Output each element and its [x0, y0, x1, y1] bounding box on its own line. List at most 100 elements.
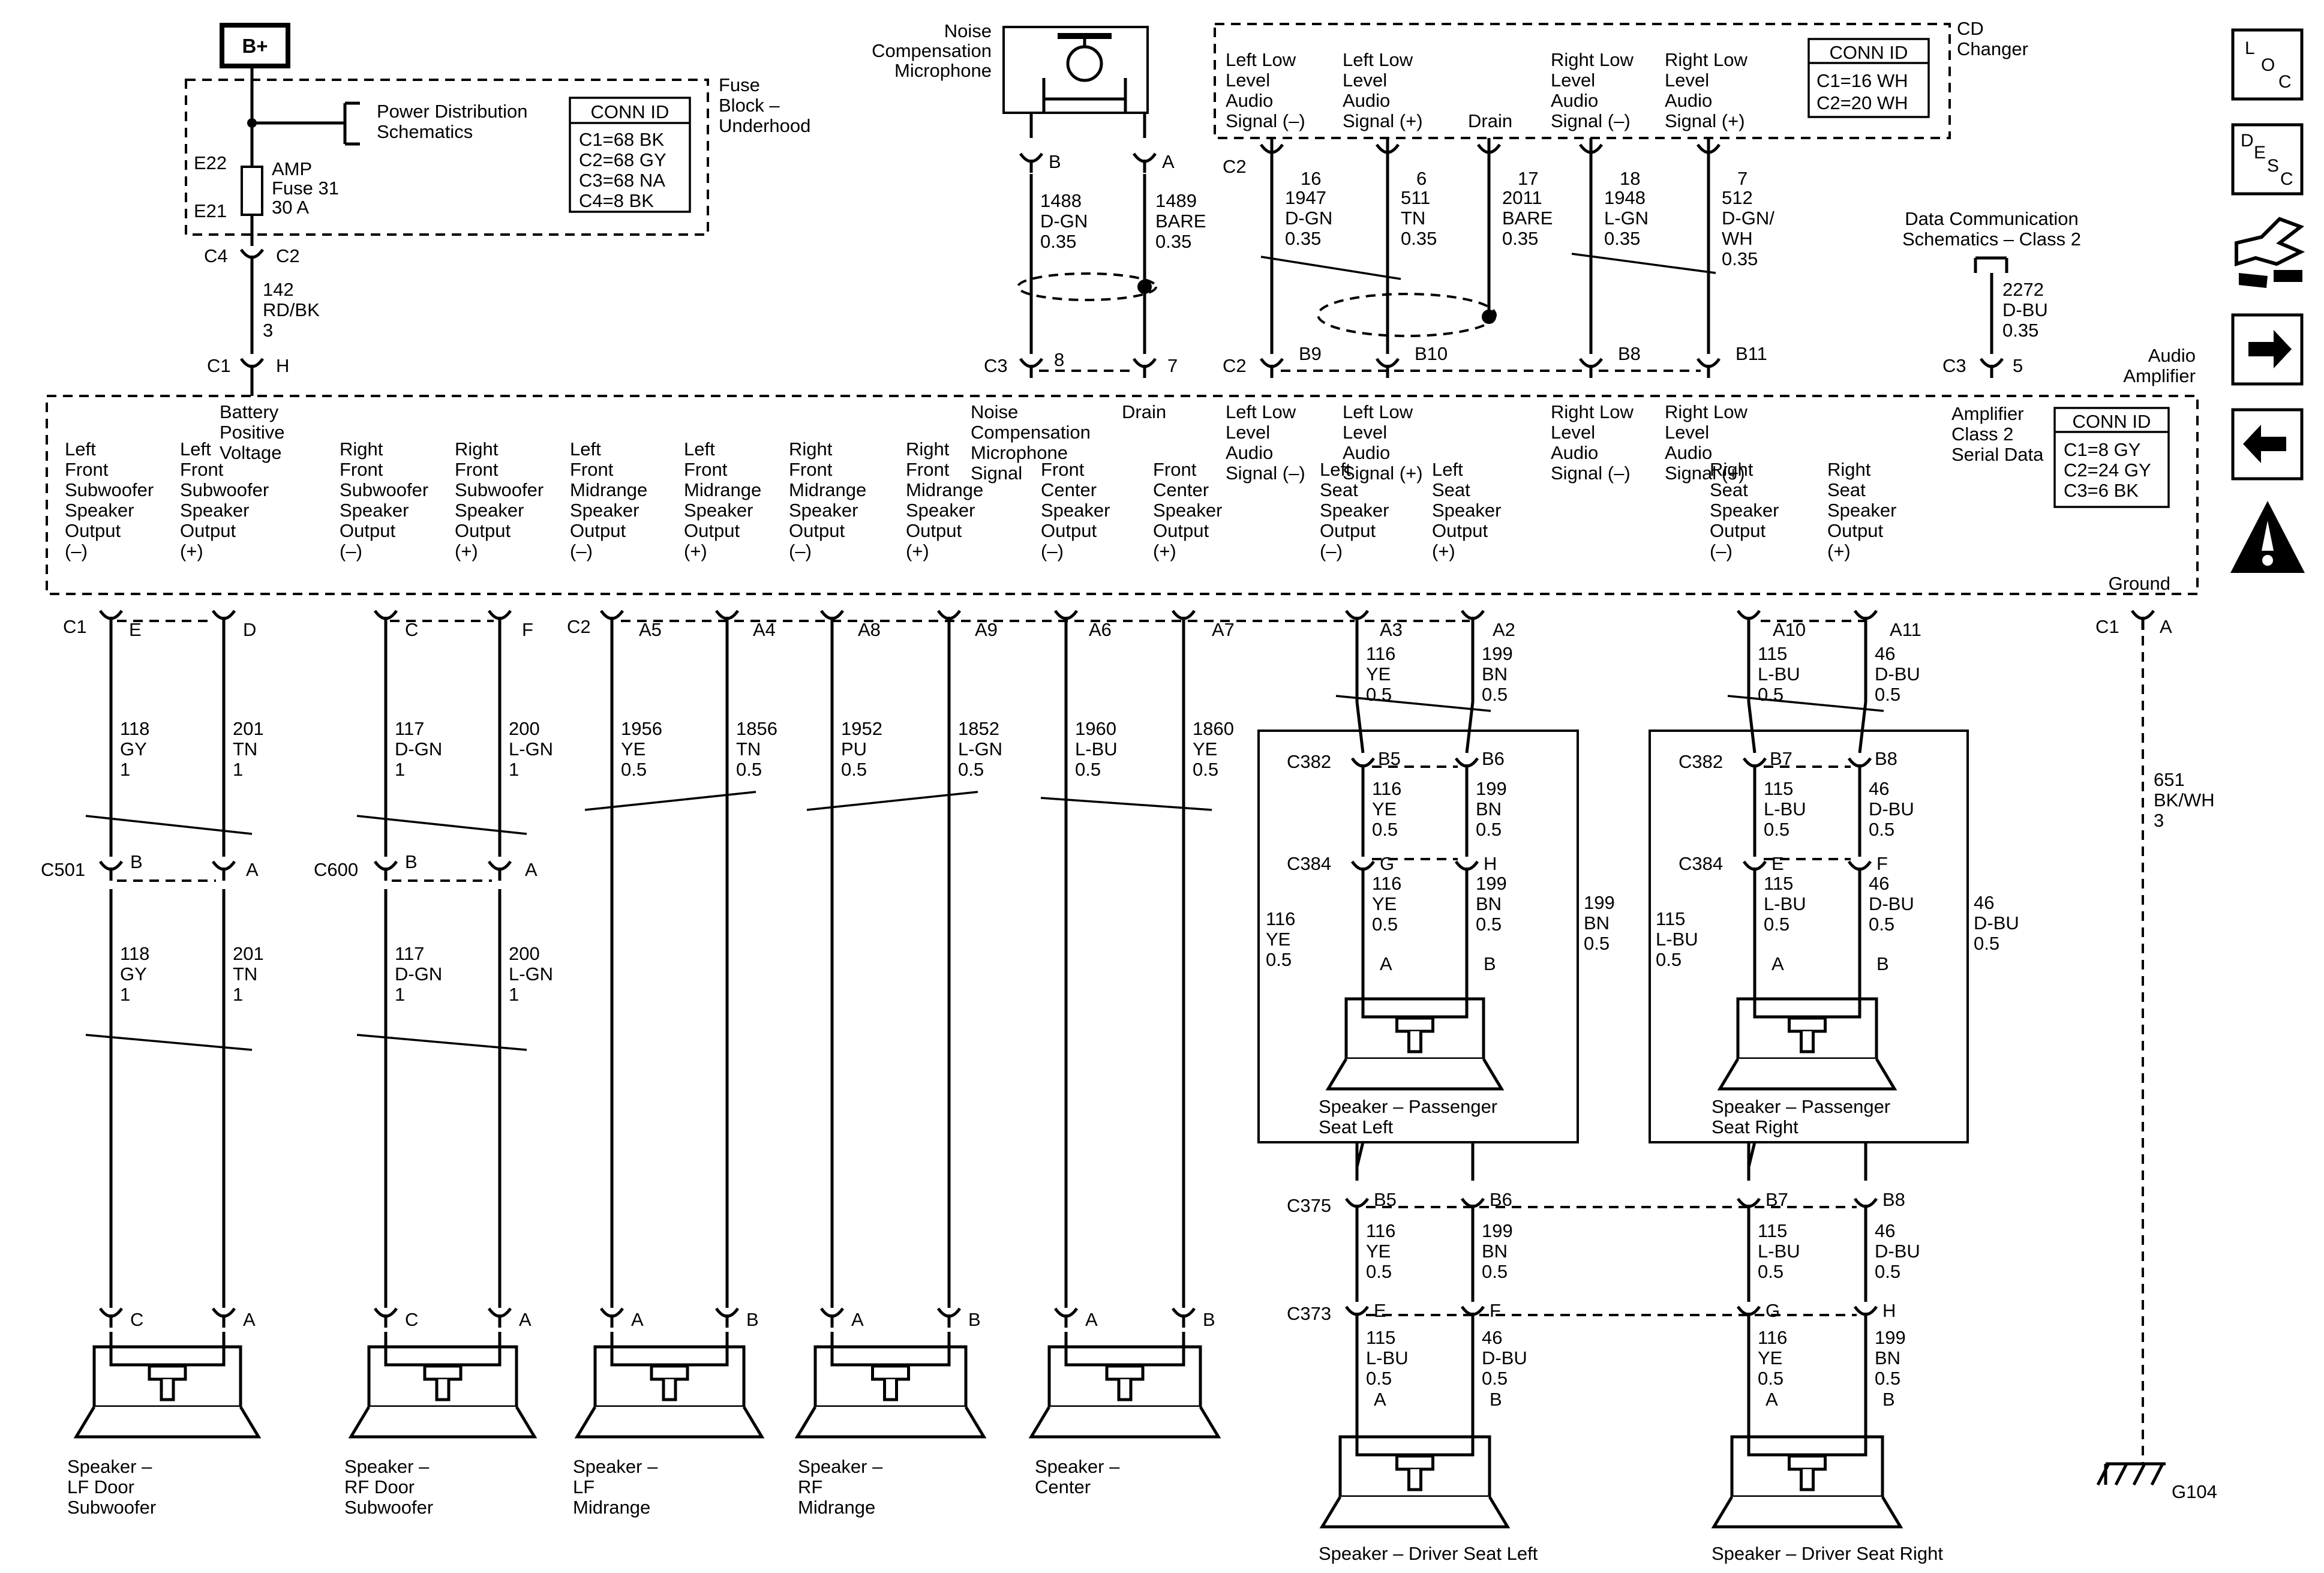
seat-left-w384-a-3: 0.5 [1372, 914, 1398, 935]
power-wire-1: 142 [263, 279, 294, 300]
amp-output-9-line-4: Output [1041, 520, 1097, 541]
seat-right-amp-wire-a-1: 115 [1758, 643, 1787, 664]
wire1-9-1: 1960 [1075, 718, 1116, 739]
arrow-left-icon[interactable] [2231, 408, 2304, 481]
mic-wire-a-3: 0.35 [1155, 231, 1191, 252]
desc-icon[interactable]: D E S C [2231, 123, 2304, 196]
side-icons[interactable]: L O C D E S C [2230, 28, 2305, 573]
amp-output-13-line-1: Right [1710, 459, 1753, 480]
speaker-3-cone [574, 1406, 765, 1439]
bplus-box [220, 23, 290, 68]
sr-c384: C384 [1679, 853, 1723, 874]
cd-wire-1-3: 0.35 [1285, 228, 1321, 249]
amp-out-pin-4: F [522, 619, 533, 640]
c373-wire-label-4-1: 199 [1875, 1327, 1906, 1348]
speaker-2-cone [348, 1406, 538, 1439]
amp-output-14-line-3: Speaker [1827, 500, 1896, 521]
c600-label: C600 [314, 859, 358, 880]
speaker-4-label-2: RF [798, 1476, 822, 1497]
cd-wire-4-2: L-GN [1604, 208, 1649, 229]
cd-signal-1-line-3: Audio [1226, 90, 1273, 111]
cd-signal-4-line-1: Right Low [1551, 49, 1634, 70]
cd-c2-label: C2 [1223, 156, 1247, 177]
mic-text: Noise Compensation Microphone B A 1488 D… [872, 20, 1206, 376]
amp-output-8-line-6: (+) [906, 541, 929, 562]
mic-wire-b-2: D-GN [1040, 211, 1088, 232]
seat-left-w382-a-1: 116 [1372, 778, 1401, 799]
cd-signal-1-line-2: Level [1226, 70, 1270, 91]
twist-5 [1040, 797, 1212, 811]
amp-cd-in-2-2: Level [1343, 422, 1387, 443]
wire1-5-1: 1956 [621, 718, 662, 739]
mic-title-3: Microphone [894, 60, 992, 81]
cd-pin-5: 7 [1737, 168, 1747, 189]
seat-left-amp-wire-b-3: 0.5 [1482, 684, 1508, 705]
c375-pin-4: B8 [1882, 1189, 1905, 1210]
wire1-4-3: 1 [509, 759, 519, 780]
amp-output-9-line-5: (–) [1041, 541, 1064, 562]
amp-out-pin-12: A2 [1493, 619, 1515, 640]
driver-left-speaker-stem [1407, 1469, 1422, 1491]
cd-text: CD Changer C2 C2 [1223, 18, 2028, 376]
amp-output-5-line-4: Speaker [570, 500, 639, 521]
driver-right-label: Speaker – Driver Seat Right [1712, 1543, 1943, 1564]
amp-output-3-line-2: Front [340, 459, 383, 480]
speaker-4-cone [794, 1406, 987, 1439]
speaker-2-label-3: Subwoofer [344, 1497, 433, 1518]
cd-signal-2-line-1: Left Low [1343, 49, 1413, 70]
seat-left-bend-b [1465, 701, 1475, 754]
seat-left-w384-b-3: 0.5 [1476, 914, 1502, 935]
fuse-conn-row-2: C2=68 GY [579, 149, 666, 170]
gnd-wire-3: 3 [2154, 810, 2164, 831]
cd-wire-2-1: 511 [1401, 187, 1430, 208]
seat-left-outer-b-1: 199 [1584, 892, 1615, 913]
amp-output-4-line-6: (+) [455, 541, 478, 562]
e22-label: E22 [194, 152, 227, 173]
mic-pin-b: B [1049, 151, 1061, 172]
amp-output-3-line-6: (–) [340, 541, 362, 562]
amp-cd-in-1-2: Level [1226, 422, 1270, 443]
c373-spk-pin-2: B [1490, 1389, 1502, 1410]
bottom-connector-text: C1 C2 C501 B A C600 B A [41, 616, 591, 880]
amp-output-7-line-4: Speaker [789, 500, 858, 521]
amp-output-8-line-1: Right [906, 439, 950, 460]
twist-7 [356, 1034, 527, 1051]
wire2-1-3: 1 [120, 984, 130, 1005]
wire1-3-2: D-GN [395, 739, 442, 760]
cd-signal-4-line-4: Signal (–) [1551, 110, 1631, 131]
seat-right-w384-a-2: L-BU [1764, 893, 1806, 914]
seat-right-w384-b-2: D-BU [1869, 893, 1914, 914]
loc-icon[interactable]: L O C [2231, 28, 2304, 101]
pds-label-2: Schematics [377, 121, 473, 142]
cd-wire-4-3: 0.35 [1604, 228, 1640, 249]
data-comm-title-1: Data Communication [1905, 208, 2078, 229]
seat-left-speaker-cone [1325, 1058, 1505, 1091]
spk-5-pin-a: A [1085, 1309, 1098, 1330]
wire1-10-1: 1860 [1193, 718, 1234, 739]
connector-tool-icon[interactable] [2235, 217, 2305, 288]
wire2-2-2: TN [233, 963, 257, 984]
arrow-right-icon[interactable] [2231, 313, 2304, 386]
mic-wire-b-1: 1488 [1040, 190, 1082, 211]
cd-wire-4-1: 1948 [1604, 187, 1646, 208]
cd-amp-pin-1: B9 [1299, 343, 1322, 364]
amp-output-13-line-4: Output [1710, 520, 1765, 541]
speaker-3-label-1: Speaker – [573, 1456, 658, 1477]
wire1-6-2: TN [736, 739, 761, 760]
warning-icon[interactable] [2230, 501, 2305, 573]
amp-output-13-line-2: Seat [1710, 479, 1748, 500]
c373-pin-1: E [1374, 1300, 1386, 1321]
seat-right-exit-bend-a [1747, 1142, 1756, 1167]
amp-output-13-line-5: (–) [1710, 541, 1733, 562]
amp-cd-in-4-2: Level [1665, 422, 1709, 443]
seat-right-w382-b-3: 0.5 [1869, 819, 1894, 840]
c600-pin-a: A [525, 859, 538, 880]
c375-label: C375 [1287, 1195, 1331, 1216]
speaker-3-coil [650, 1364, 689, 1381]
wire2-3-3: 1 [395, 984, 405, 1005]
amp-output-3-line-3: Subwoofer [340, 479, 428, 500]
fuse-conn-row-1: C1=68 BK [579, 129, 665, 150]
amp-output-1-line-2: Front [65, 459, 109, 480]
gnd-c1: C1 [2095, 616, 2119, 637]
